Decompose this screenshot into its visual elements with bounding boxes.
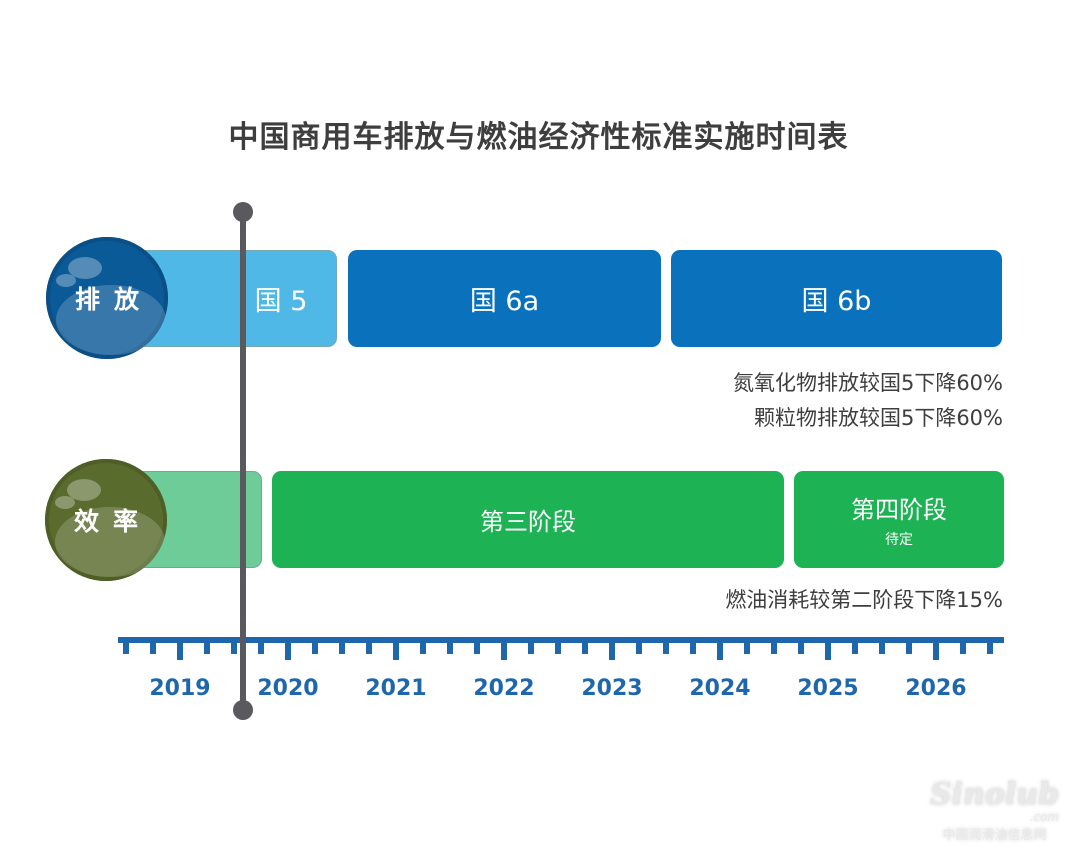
- minor-tick: [204, 640, 210, 654]
- major-tick: [501, 640, 507, 660]
- minor-tick: [663, 640, 669, 654]
- marker-top-dot: [233, 202, 253, 222]
- bar-label: 国 6b: [801, 286, 872, 317]
- note-fuel: 燃油消耗较第二阶段下降15%: [725, 588, 1003, 612]
- minor-tick: [123, 640, 129, 654]
- minor-tick: [339, 640, 345, 654]
- note-nox: 氮氧化物排放较国5下降60%: [732, 371, 1003, 395]
- chart-title: 中国商用车排放与燃油经济性标准实施时间表: [228, 120, 849, 155]
- year-label: 2024: [689, 676, 751, 701]
- year-label: 2019: [149, 676, 211, 701]
- minor-tick: [852, 640, 858, 654]
- minor-tick: [690, 640, 696, 654]
- minor-tick: [906, 640, 912, 654]
- minor-tick: [636, 640, 642, 654]
- minor-tick: [960, 640, 966, 654]
- row-label: 效率: [73, 507, 152, 536]
- minor-tick: [528, 640, 534, 654]
- marker-bottom-dot: [233, 700, 253, 720]
- minor-tick: [312, 640, 318, 654]
- minor-tick: [231, 640, 237, 654]
- bar-stage3: 第三阶段: [272, 471, 784, 568]
- minor-tick: [555, 640, 561, 654]
- bar-label: 国 6a: [469, 286, 540, 317]
- efficiency-bubble: 效率: [45, 459, 167, 581]
- logo-brand: Sinolub: [930, 777, 1060, 812]
- minor-tick: [879, 640, 885, 654]
- year-label: 2020: [257, 676, 319, 701]
- bar-guo6b: 国 6b: [671, 250, 1002, 347]
- major-tick: [717, 640, 723, 660]
- minor-tick: [744, 640, 750, 654]
- current-marker-line: [240, 212, 246, 710]
- major-tick: [177, 640, 183, 660]
- minor-tick: [366, 640, 372, 654]
- minor-tick: [798, 640, 804, 654]
- emission-bubble: 排放: [46, 237, 168, 359]
- minor-tick: [447, 640, 453, 654]
- bar-label: 国 5: [254, 286, 308, 317]
- year-label: 2026: [905, 676, 967, 701]
- minor-tick: [258, 640, 264, 654]
- minor-tick: [150, 640, 156, 654]
- major-tick: [393, 640, 399, 660]
- year-label: 2022: [473, 676, 535, 701]
- year-label: 2025: [797, 676, 859, 701]
- bar-stage4: 第四阶段待定: [794, 471, 1004, 568]
- year-label: 2023: [581, 676, 643, 701]
- major-tick: [285, 640, 291, 660]
- minor-tick: [474, 640, 480, 654]
- logo-domain: .com: [1029, 810, 1060, 824]
- bar-label: 第四阶段: [851, 496, 947, 524]
- minor-tick: [987, 640, 993, 654]
- major-tick: [825, 640, 831, 660]
- row-label: 排放: [74, 285, 153, 314]
- minor-tick: [771, 640, 777, 654]
- watermark-logo: Sinolub .com 中国润滑油信息网: [930, 777, 1060, 844]
- minor-tick: [420, 640, 426, 654]
- bar-sublabel: 待定: [885, 532, 913, 548]
- minor-tick: [582, 640, 588, 654]
- bar-guo6a: 国 6a: [348, 250, 661, 347]
- year-label: 2021: [365, 676, 427, 701]
- major-tick: [933, 640, 939, 660]
- logo-text: 中国润滑油信息网: [942, 828, 1047, 843]
- note-pm: 颗粒物排放较国5下降60%: [753, 406, 1003, 430]
- axis-line: [118, 637, 1004, 643]
- major-tick: [609, 640, 615, 660]
- bar-label: 第三阶段: [480, 508, 576, 536]
